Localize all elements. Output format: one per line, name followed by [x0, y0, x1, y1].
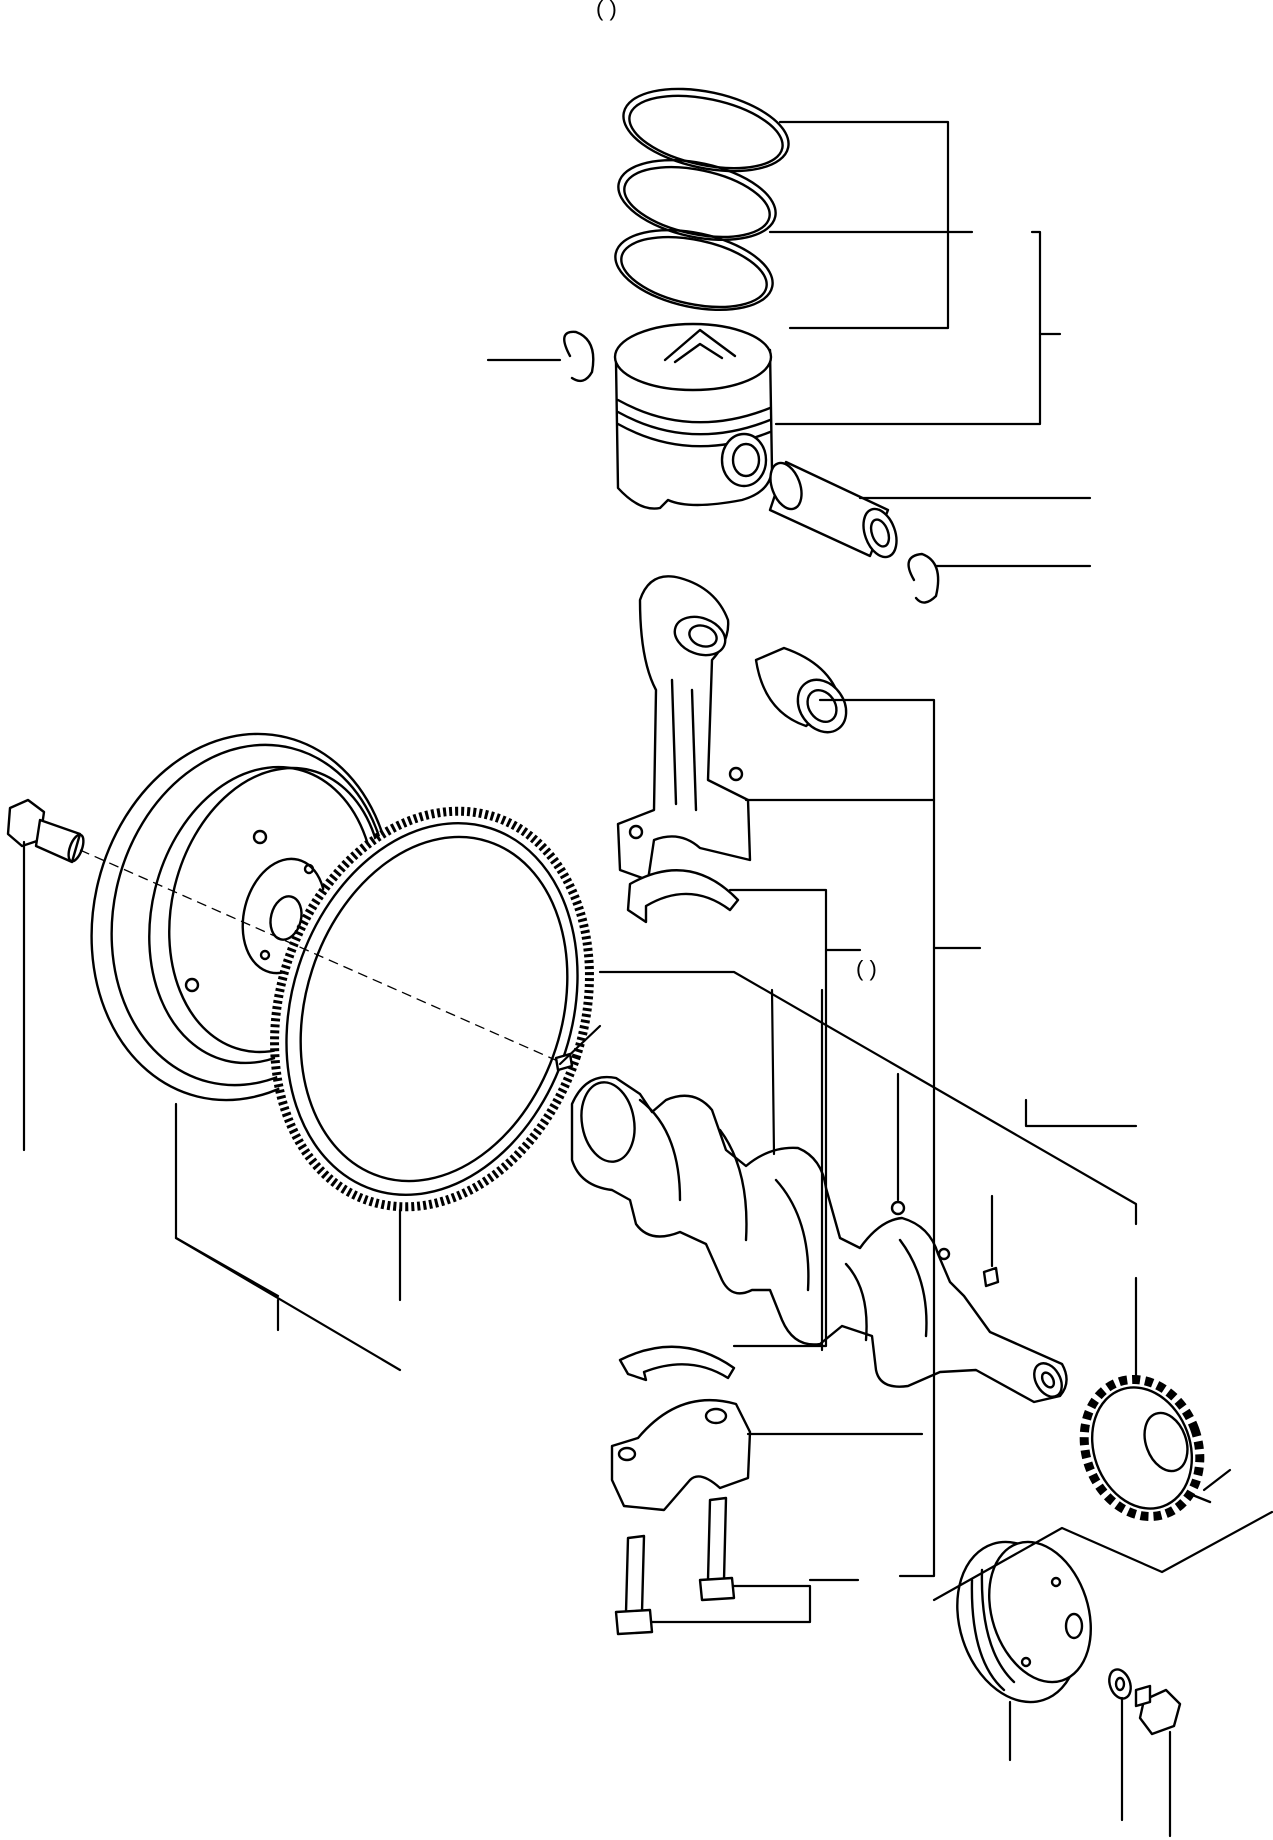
- leader-lines: ( ): [22, 120, 1273, 1838]
- pulley-bolt: [1134, 1684, 1182, 1736]
- header-fragment: ( ): [596, 0, 617, 21]
- crankshaft-plug: [890, 1200, 906, 1216]
- connecting-rod-bearing-upper: [626, 869, 740, 924]
- snap-ring-right: [907, 552, 940, 604]
- ring-gear: [270, 806, 594, 1212]
- flywheel-bolt: [6, 798, 85, 864]
- dowel-pin: [554, 1052, 574, 1072]
- connecting-rod-bearing-lower: [618, 1345, 736, 1382]
- connecting-rod-cap: [610, 1398, 752, 1512]
- crankshaft-key: [982, 1266, 1000, 1288]
- crankshaft-pulley: [956, 1540, 1092, 1704]
- washer: [1108, 1668, 1132, 1700]
- connecting-rod-bolt-2: [614, 1534, 654, 1636]
- connecting-rod: [616, 575, 752, 882]
- piston-ring-top: [622, 87, 790, 173]
- piston-pin: [768, 460, 898, 559]
- center-line: [79, 849, 561, 1063]
- piston: [613, 322, 774, 510]
- connecting-rod-bushing: [754, 646, 848, 734]
- group-bracket-label: ( ): [856, 956, 877, 981]
- piston-ring-oil: [614, 228, 774, 312]
- snap-ring-left: [563, 330, 595, 383]
- connecting-rod-bolt-1: [698, 1496, 736, 1602]
- piston-ring-second: [617, 158, 777, 242]
- crankshaft-gear: [1079, 1374, 1212, 1522]
- crankshaft: [570, 1075, 1068, 1404]
